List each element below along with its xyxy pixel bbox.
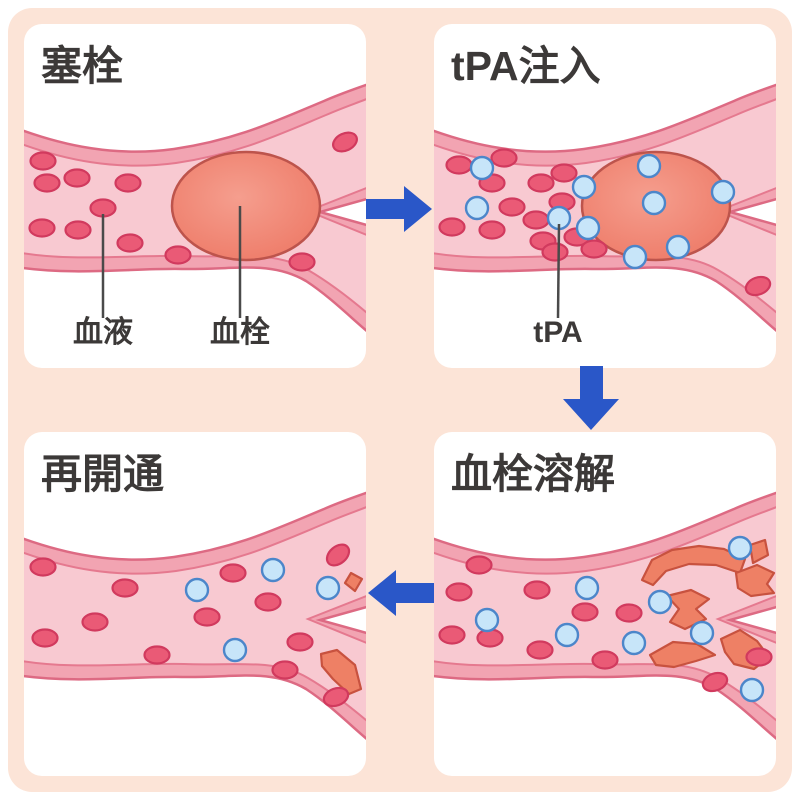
red-blood-cell — [526, 640, 554, 660]
red-blood-cell — [571, 602, 599, 622]
red-blood-cell — [193, 607, 221, 627]
red-blood-cell — [476, 628, 504, 648]
red-blood-cell — [580, 239, 608, 259]
red-blood-cell — [445, 155, 473, 175]
vessel-illustration — [24, 491, 366, 740]
tpa-particle — [571, 174, 597, 200]
red-blood-cell — [701, 671, 729, 693]
red-blood-cell — [744, 275, 772, 297]
tpa-particle — [665, 234, 691, 260]
red-blood-cell — [465, 555, 493, 575]
red-blood-cell — [527, 173, 555, 193]
panel-title: 血栓溶解 — [451, 451, 615, 497]
tpa-particle — [184, 577, 210, 603]
red-blood-cell — [498, 197, 526, 217]
tpa-particle — [727, 535, 753, 561]
panel-title: 塞栓 — [41, 43, 123, 89]
red-blood-cell — [322, 686, 350, 708]
tpa-particle — [222, 637, 248, 663]
vessel-illustration — [434, 491, 776, 740]
tpa-particle — [260, 557, 286, 583]
panel-tpa-injection: tPA注入 tPA — [434, 24, 776, 368]
red-blood-cell — [523, 580, 551, 600]
red-blood-cell — [445, 582, 473, 602]
panel-title: 再開通 — [41, 451, 164, 497]
clot-fragment — [748, 538, 770, 565]
red-blood-cell — [271, 660, 299, 680]
panel-recanalization: 再開通 — [24, 432, 366, 776]
tpa-particle — [710, 179, 736, 205]
tpa-particle — [636, 153, 662, 179]
red-blood-cell — [29, 151, 57, 171]
clot-fragment — [665, 588, 711, 631]
vessel-illustration: tPA — [434, 83, 776, 349]
red-blood-cell — [64, 220, 92, 240]
red-blood-cell — [111, 578, 139, 598]
annotation-label: 血栓 — [210, 316, 270, 349]
red-blood-cell — [478, 220, 506, 240]
tpa-particle — [474, 607, 500, 633]
red-blood-cell — [490, 148, 518, 168]
clot-fragment — [648, 640, 717, 669]
panel-thrombolysis: 血栓溶解 — [434, 432, 776, 776]
tpa-particle — [622, 244, 648, 270]
red-blood-cell — [522, 210, 550, 230]
vessel-illustration: 血液 血栓 — [24, 83, 366, 349]
red-blood-cell — [591, 650, 619, 670]
annotation-label: 血液 — [73, 316, 133, 349]
red-blood-cell — [89, 198, 117, 218]
red-blood-cell — [438, 625, 466, 645]
clot-fragment — [319, 648, 363, 696]
red-blood-cell — [164, 245, 192, 265]
tpa-particle — [739, 677, 765, 703]
red-blood-cell — [63, 168, 91, 188]
red-blood-cell — [219, 563, 247, 583]
red-blood-cell — [116, 233, 144, 253]
red-blood-cell — [615, 603, 643, 623]
red-blood-cell — [286, 632, 314, 652]
clot-fragment — [640, 544, 747, 587]
red-blood-cell — [288, 252, 316, 272]
clot-shape — [170, 150, 322, 262]
tpa-particle — [315, 575, 341, 601]
red-blood-cell — [33, 173, 61, 193]
clot-fragment — [343, 571, 364, 593]
tpa-particle — [464, 195, 490, 221]
panel-embolism: 塞栓 血液 血栓 — [24, 24, 366, 368]
red-blood-cell — [541, 242, 569, 262]
red-blood-cell — [550, 163, 578, 183]
red-blood-cell — [254, 592, 282, 612]
tpa-particle — [469, 155, 495, 181]
red-blood-cell — [325, 543, 351, 567]
red-blood-cell — [332, 131, 358, 153]
red-blood-cell — [114, 173, 142, 193]
red-blood-cell — [438, 217, 466, 237]
red-blood-cell — [31, 628, 59, 648]
leader-line — [556, 223, 561, 319]
tpa-particle — [647, 589, 673, 615]
red-blood-cell — [29, 557, 57, 577]
red-blood-cell — [143, 645, 171, 665]
tpa-particle — [554, 622, 580, 648]
tpa-particle — [574, 575, 600, 601]
clot-fragment — [734, 563, 776, 598]
red-blood-cell — [81, 612, 109, 632]
red-blood-cell — [745, 647, 773, 667]
tpa-particle — [575, 215, 601, 241]
tpa-particle — [689, 620, 715, 646]
tpa-particle — [621, 630, 647, 656]
tpa-particle — [641, 190, 667, 216]
panel-title: tPA注入 — [451, 43, 601, 89]
annotation-label: tPA — [533, 316, 582, 349]
red-blood-cell — [28, 218, 56, 238]
